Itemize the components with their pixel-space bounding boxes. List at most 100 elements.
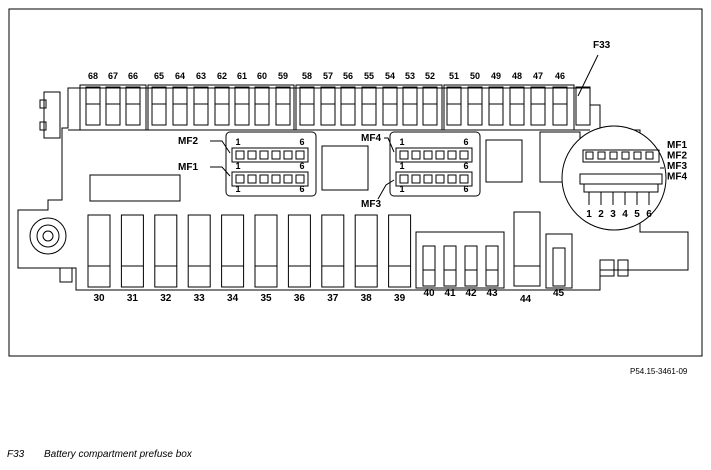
top-fuse-label-52: 52 [425,71,435,81]
top-fuse-label-60: 60 [257,71,267,81]
top-fuse-label-49: 49 [491,71,501,81]
top-fuse-56 [340,86,356,126]
top-fuse-58 [299,86,315,126]
top-fuse-48 [509,86,525,126]
bottom-fuse-39 [388,214,412,288]
relay-mf3-pin-first-bottom: 1 [399,184,404,194]
top-fuse-label-63: 63 [196,71,206,81]
relay-mf4-pin-last: 6 [463,137,468,147]
detail-pin-4: 4 [622,209,628,220]
caption-code: F33 [7,449,25,460]
bottom-fuse-32 [154,214,178,288]
top-fuse-65 [151,86,167,126]
relay-mf4 [395,147,473,163]
relay-mf1-pin-last: 6 [299,161,304,171]
top-fuse-label-67: 67 [108,71,118,81]
top-fuse-label-46: 46 [555,71,565,81]
bottom-fuse-38 [354,214,378,288]
small-fuse-label-41: 41 [444,288,456,299]
small-fuse-label-40: 40 [423,288,435,299]
top-fuse-label-53: 53 [405,71,415,81]
top-fuse-64 [172,86,188,126]
top-group-3 [295,84,443,131]
top-fuse-49 [488,86,504,126]
top-fuse-label-50: 50 [470,71,480,81]
small-fuse-label-42: 42 [465,288,477,299]
prefuse-label: F33 [593,40,611,51]
diagram-frame [8,8,703,357]
top-fuse-label-56: 56 [343,71,353,81]
bottom-fuse-label-37: 37 [327,293,339,304]
bottom-fuse-label-38: 38 [361,293,373,304]
top-fuse-62 [214,86,230,126]
small-fuse-43 [485,245,499,287]
caption-text: Battery compartment prefuse box [44,449,192,460]
bottom-fuse-label-31: 31 [127,293,139,304]
fuse-45 [552,247,566,287]
top-fuse-68 [85,86,101,126]
relay-mf2-pin-last: 6 [299,137,304,147]
top-fuse-label-54: 54 [385,71,395,81]
relay-mf3-pin-first: 1 [399,161,404,171]
bottom-fuse-33 [187,214,211,288]
top-fuse-63 [193,86,209,126]
top-fuse-60 [254,86,270,126]
bottom-fuse-30 [87,214,111,288]
top-fuse-53 [402,86,418,126]
small-fuse-41 [443,245,457,287]
relay-mf4-base [389,131,481,197]
relay-mf4-label: MF4 [361,133,381,144]
top-fuse-label-61: 61 [237,71,247,81]
top-fuse-label-68: 68 [88,71,98,81]
relay-mf4-pin-first: 1 [399,137,404,147]
detail-pin-3: 3 [610,209,616,220]
top-fuse-55 [361,86,377,126]
detail-pin-6: 6 [646,209,652,220]
reference-code: P54.15-3461-09 [630,367,688,376]
bottom-fuse-label-32: 32 [160,293,172,304]
top-fuse-label-62: 62 [217,71,227,81]
top-fuse-label-58: 58 [302,71,312,81]
relay-mf1-pin-first-bottom: 1 [235,184,240,194]
bottom-fuse-31 [120,214,144,288]
bottom-fuse-36 [287,214,311,288]
top-fuse-51 [446,86,462,126]
relay-mf1-label: MF1 [178,162,198,173]
top-fuse-67 [105,86,121,126]
top-fuse-57 [320,86,336,126]
top-fuse-label-51: 51 [449,71,459,81]
top-group-4 [443,84,575,131]
top-fuse-label-47: 47 [533,71,543,81]
detail-label-mf3: MF3 [667,161,687,172]
top-fuse-label-59: 59 [278,71,288,81]
top-fuse-50 [467,86,483,126]
top-fuse-label-55: 55 [364,71,374,81]
detail-pin-1: 1 [586,209,592,220]
top-fuse-label-48: 48 [512,71,522,81]
relay-mf2-label: MF2 [178,136,198,147]
relay-mf2-base [225,131,317,197]
top-fuse-label-64: 64 [175,71,185,81]
relay-mf3-pin-last: 6 [463,161,468,171]
top-fuse-59 [275,86,291,126]
relay-mf1 [231,171,309,187]
detail-pin-2: 2 [598,209,604,220]
detail-label-mf4: MF4 [667,172,687,183]
top-fuse-52 [422,86,438,126]
terminal-stud [29,217,67,255]
bottom-fuse-label-34: 34 [227,293,239,304]
bottom-fuse-35 [254,214,278,288]
relay-mf2-pin-first: 1 [235,137,240,147]
top-fuse-66 [125,86,141,126]
housing-outline [17,87,689,291]
small-fuse-40 [422,245,436,287]
small-fuse-42 [464,245,478,287]
bottom-fuse-label-30: 30 [93,293,105,304]
top-fuse-46 [552,86,568,126]
fuse-44-label: 44 [520,294,532,305]
detail-pin-5: 5 [634,209,640,220]
top-fuse-label-57: 57 [323,71,333,81]
relay-mf3-label: MF3 [361,199,381,210]
small-fuse-label-43: 43 [486,288,498,299]
